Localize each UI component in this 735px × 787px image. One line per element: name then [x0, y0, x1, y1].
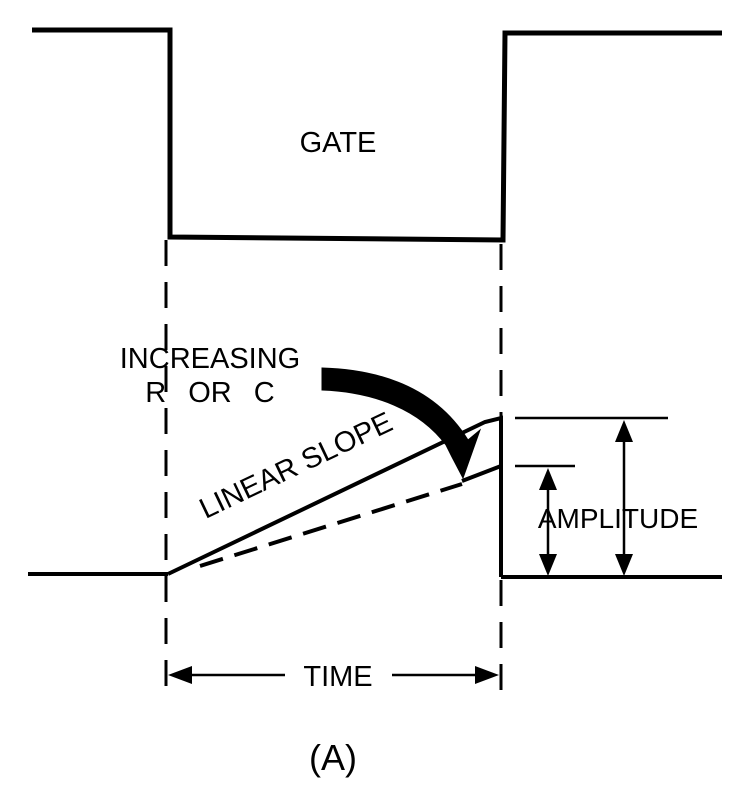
time-label: TIME [303, 661, 372, 693]
gate-label: GATE [300, 127, 377, 159]
amplitude-label: AMPLITUDE [538, 503, 698, 534]
time-arrow [168, 666, 499, 684]
dashed-ramp-end [461, 464, 502, 483]
figure-caption: (A) [309, 737, 357, 778]
dashed-ramp [199, 482, 463, 568]
increasing-arrow-icon [321, 367, 482, 480]
increasing-label-line1: INCREASING [120, 343, 300, 375]
increasing-label-line2: R OR C [145, 377, 275, 409]
linear-slope-label: LINEAR SLOPE [195, 406, 398, 525]
amplitude-arrow-small [539, 468, 557, 576]
linear-slope-ramp [167, 415, 503, 577]
amplitude-arrow-large [615, 420, 633, 576]
gate-waveform [32, 27, 722, 243]
